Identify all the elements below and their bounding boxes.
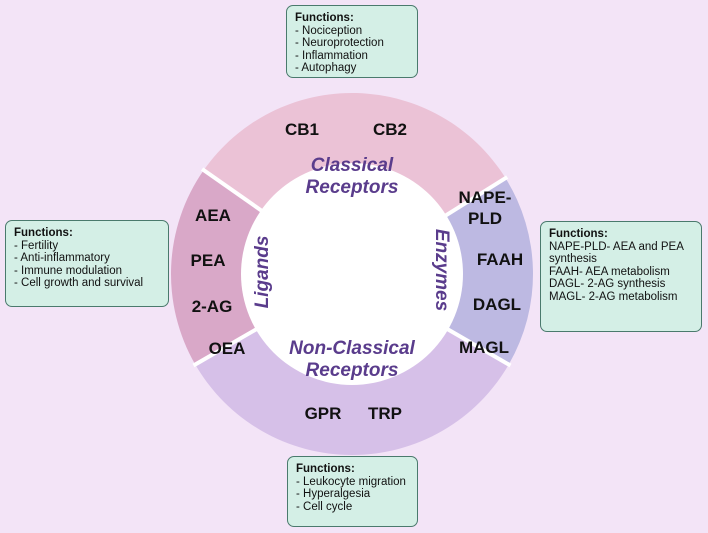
enzymes-functions-title: Functions: [549, 228, 608, 240]
enzyme-dagl: DAGL [473, 295, 521, 314]
ring-separator [192, 324, 263, 368]
function-item: - Hyperalgesia [296, 488, 371, 500]
function-item: - Immune modulation [14, 264, 123, 277]
non-classical-functions-box: Functions: - Leukocyte migration - Hyper… [287, 456, 418, 527]
function-item: - Fertility [14, 239, 59, 252]
ring-segment-ligands [171, 170, 264, 365]
function-item: DAGL- 2-AG synthesis [549, 278, 666, 290]
function-item: NAPE-PLD- AEA and PEA synthesis [549, 240, 684, 266]
function-item: - Anti-inflammatory [14, 252, 110, 264]
ring-separator [200, 167, 268, 216]
receptor-cb2: CB2 [373, 120, 407, 139]
enzymes-title: Enzymes [431, 229, 452, 311]
ligands-title: Ligands [252, 236, 273, 309]
enzyme-magl: MAGL [459, 338, 509, 357]
receptor-trp: TRP [368, 404, 402, 423]
non-classical-receptors-title-line2: Receptors [306, 360, 399, 381]
function-item: - Cell cycle [296, 500, 353, 513]
ligands-functions-box: Functions: - Fertility - Anti-inflammato… [5, 220, 169, 307]
ring-segment-classical-receptors [203, 93, 506, 217]
function-item: MAGL- 2-AG metabolism [549, 290, 678, 303]
classical-functions-box: Functions: - Nociception - Neuroprotecti… [286, 5, 418, 78]
enzyme-nape-line2: PLD [468, 209, 502, 228]
function-item: - Cell growth and survival [14, 277, 144, 289]
classical-receptors-title-line2: Receptors [306, 177, 399, 198]
function-item: - Neuroprotection [295, 37, 384, 49]
ring-segment-enzymes [443, 178, 534, 365]
ring-separator [441, 324, 512, 368]
ligand-pea: PEA [191, 251, 226, 270]
ligands-functions-title: Functions: [14, 227, 73, 239]
ligand-aea: AEA [195, 206, 231, 225]
classical-receptors-title-line1: Classical [311, 155, 394, 176]
receptor-gpr: GPR [305, 404, 342, 423]
ring-segment-non-classical-receptors [195, 328, 509, 455]
function-item: FAAH- AEA metabolism [549, 265, 670, 278]
enzymes-functions-box: Functions: NAPE-PLD- AEA and PEA synthes… [540, 221, 702, 332]
ring-separator [439, 175, 509, 221]
ring-separators [192, 167, 512, 368]
enzyme-nape-line1: NAPE- [459, 188, 512, 207]
function-item: - Leukocyte migration [296, 475, 406, 488]
non-classical-functions-title: Functions: [296, 463, 355, 475]
function-item: - Inflammation [295, 49, 368, 62]
ligand-2ag: 2-AG [192, 297, 233, 316]
enzyme-faah: FAAH [477, 250, 523, 269]
function-item: - Nociception [295, 24, 363, 37]
ligand-oea: OEA [209, 339, 246, 358]
receptor-cb1: CB1 [285, 120, 319, 139]
function-item: - Autophagy [295, 62, 357, 74]
inner-circle [241, 163, 463, 385]
non-classical-receptors-title-line1: Non-Classical [289, 338, 415, 359]
classical-functions-title: Functions: [295, 12, 354, 24]
